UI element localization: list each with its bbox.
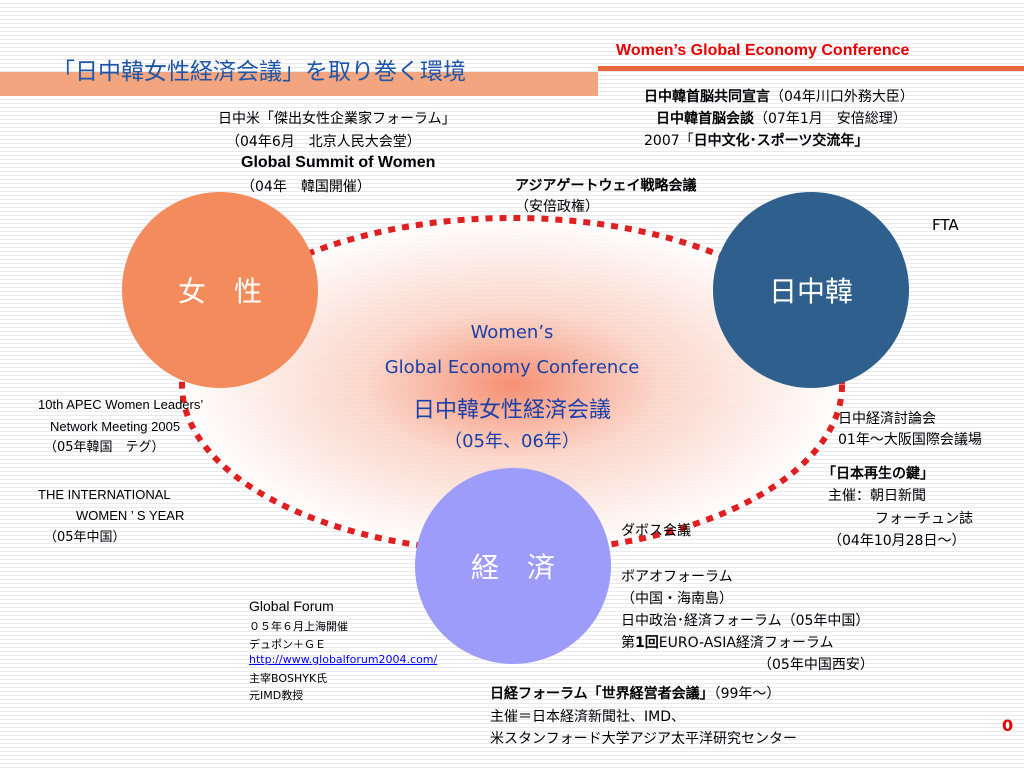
global-forum-sponsors: デュポン＋ＧＥ (249, 638, 326, 651)
japan-revival-cohost: フォーチュン誌 (875, 511, 973, 527)
intl-womens-year-1: THE INTERNATIONAL (38, 487, 171, 502)
global-forum-date: ０５年６月上海開催 (249, 620, 348, 633)
exchange-year-prefix: 2007「 (644, 133, 694, 149)
asia-gateway-council: アジアゲートウェイ戦略会議 (515, 178, 697, 194)
boao-forum: ボアオフォーラム (621, 569, 733, 585)
center-line-womens: Women’s (470, 322, 554, 343)
japan-revival-host: 主催：朝日新聞 (828, 488, 926, 504)
summit-meeting-note: （07年1月 安倍総理） (754, 111, 907, 127)
global-forum-link[interactable]: http://www.globalforum2004.com/ (249, 653, 438, 666)
summit-declaration-note: （04年川口外務大臣） (770, 89, 914, 105)
asia-gateway-note: （安倍政権） (515, 199, 599, 215)
exchange-year: 日中文化･スポーツ交流年」 (693, 133, 869, 149)
title-underline-bar (0, 72, 598, 96)
jck-circle-label: 日中韓 (768, 275, 853, 308)
nikkei-forum: 日経フォーラム「世界経営者会議」 (490, 686, 714, 702)
women-circle-label: 女 性 (177, 275, 262, 308)
global-forum-organizer-title: 元IMD教授 (249, 689, 304, 702)
us-japan-china-forum-date: （04年6月 北京人民大会堂） (226, 134, 421, 150)
japan-china-korea-circle: 日中韓 (713, 192, 909, 388)
euro-asia-date: （05年中国西安） (758, 657, 874, 673)
us-japan-china-forum: 日中米「傑出女性企業家フォーラム」 (218, 111, 456, 127)
economy-circle-label: 経 済 (470, 551, 555, 584)
conference-label: Women’s Global Economy Conference (616, 42, 910, 59)
exchange-year-line: 2007「日中文化･スポーツ交流年」 (644, 132, 868, 151)
nikkei-forum-cohost: 米スタンフォード大学アジア太平洋研究センター (490, 731, 798, 747)
intl-womens-year-2: WOMEN ’ S YEAR (76, 508, 185, 523)
japan-china-economic-forum: 日中経済討論会 (838, 411, 936, 427)
summit-declaration: 日中韓首脳共同宣言 (644, 89, 770, 105)
dotted-loop-line (179, 215, 845, 555)
page-number: 0 (1002, 716, 1014, 735)
fta-label: FTA (932, 216, 959, 234)
page-title: 「日中韓女性経済会議」を取り巻く環境 (52, 59, 466, 85)
nikkei-forum-year: （99年～） (713, 686, 781, 702)
global-forum-title: Global Forum (249, 598, 334, 614)
japan-china-politics-economy-forum: 日中政治･経済フォーラム（05年中国） (621, 613, 870, 629)
summit-declaration-line: 日中韓首脳共同宣言（04年川口外務大臣） (644, 88, 914, 107)
boao-forum-location: （中国・海南島） (621, 591, 733, 607)
center-glow (182, 218, 842, 552)
summit-meeting: 日中韓首脳会談 (656, 111, 754, 127)
center-line-japanese-name: 日中韓女性経済会議 (412, 398, 611, 423)
japan-revival-date: （04年10月28日～） (828, 533, 966, 549)
economy-circle: 経 済 (415, 468, 611, 664)
nikkei-forum-hosts: 主催＝日本経済新聞社、IMD、 (490, 709, 685, 725)
apec-network-meeting: Network Meeting 2005 (50, 419, 181, 434)
japan-china-economic-forum-note: 01年～大阪国際会議場 (838, 432, 982, 448)
apec-women-leaders: 10th APEC Women Leaders’ (38, 397, 204, 412)
global-summit-of-women: Global Summit of Women (241, 154, 436, 171)
euro-asia-forum: 第1回EURO-ASIA経済フォーラム (621, 634, 833, 653)
header-rule (598, 66, 1024, 71)
center-line-years: （05年、06年） (444, 431, 580, 452)
euro-asia-count: 1回 (635, 635, 659, 651)
summit-meeting-line: 日中韓首脳会談（07年1月 安倍総理） (656, 110, 907, 129)
davos-meeting: ダボス会議 (621, 523, 691, 539)
global-summit-date: （04年 韓国開催） (241, 179, 371, 195)
intl-womens-year-date: （05年中国） (44, 530, 126, 545)
global-forum-organizer: 主宰BOSHYK氏 (249, 672, 328, 685)
apec-date: （05年韓国 テグ） (44, 440, 165, 455)
japan-revival-key: 「日本再生の鍵」 (822, 466, 934, 482)
nikkei-forum-line: 日経フォーラム「世界経営者会議」（99年～） (490, 685, 780, 704)
center-line-conference: Global Economy Conference (384, 357, 640, 378)
euro-asia-name: EURO-ASIA経済フォーラム (658, 635, 834, 651)
women-circle: 女 性 (122, 192, 318, 388)
euro-asia-prefix: 第 (621, 635, 635, 651)
